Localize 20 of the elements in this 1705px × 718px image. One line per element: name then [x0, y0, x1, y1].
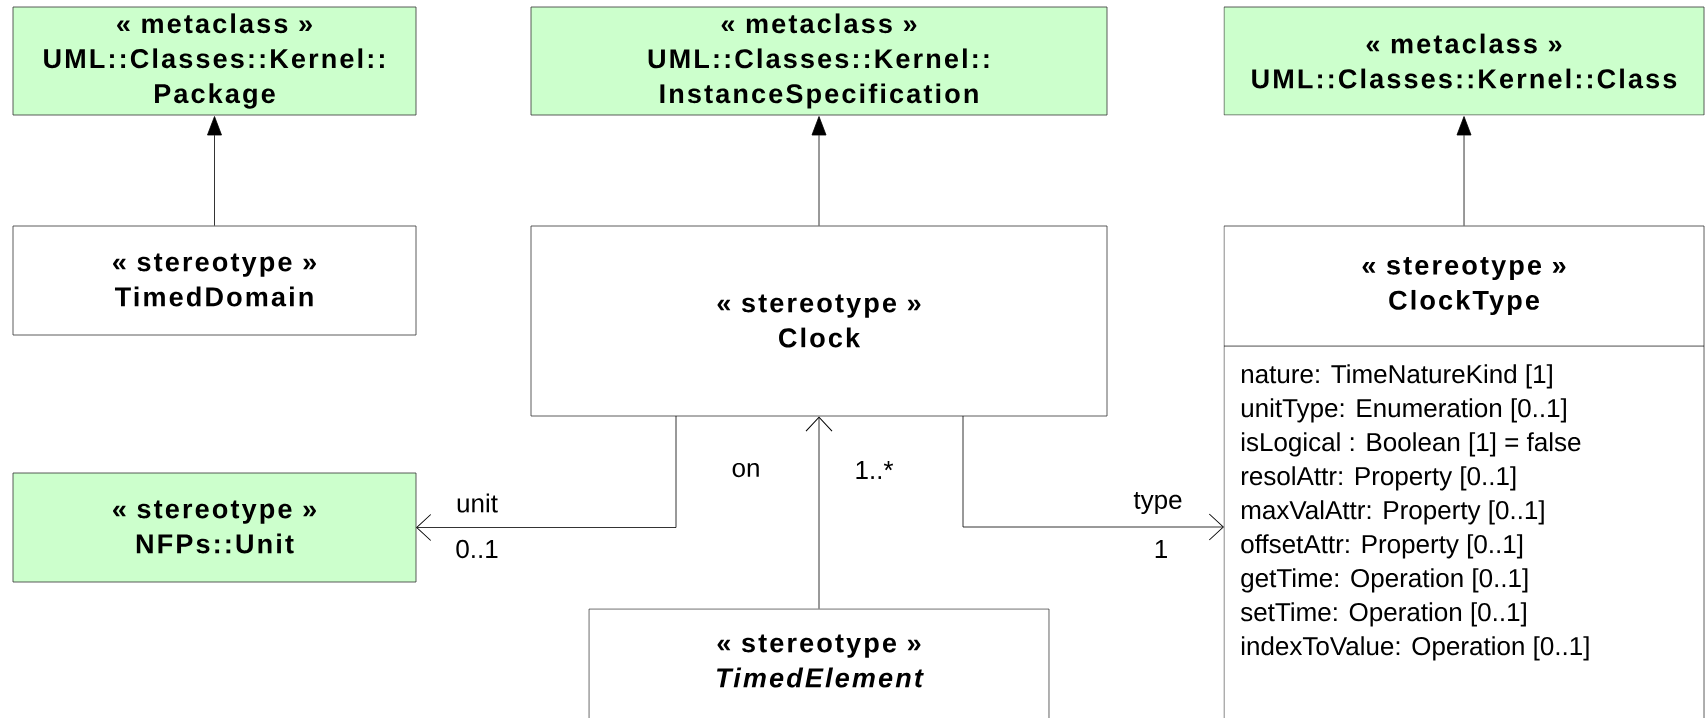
stereotype-box: « stereotype » Clock — [530, 225, 1108, 417]
stereotype-box: « stereotype » ClockType nature: TimeNatureKind [1] unitType: Enumeration [0..1] isLogical : Boolean [1] = false resolAttr: Property [0..1] maxValAttr: Property [0..1] offsetAttr: Property [0..1] getTime: Operation [0..1] setTime: Operation [0..1] indexToValue: Operation [0..1] — [1223, 225, 1705, 718]
metaclass-box: « metaclass » UML::Classes::Kernel:: InstanceSpecification — [530, 6, 1108, 116]
role-label: on — [730, 461, 762, 479]
role-label: type — [1132, 490, 1184, 516]
arrow — [1456, 116, 1472, 226]
role-label: unit — [455, 492, 499, 514]
arrow — [805, 416, 833, 609]
multiplicity-label: 1 — [1152, 539, 1170, 559]
multiplicity-label: 0..1 — [454, 538, 500, 560]
arrow — [416, 415, 677, 541]
metaclass-box: « metaclass » UML::Classes::Kernel::Class — [1223, 6, 1705, 116]
stereotype-box: « stereotype » TimedElement — [588, 608, 1050, 718]
metaclass-box: « metaclass » UML::Classes::Kernel:: Package — [12, 6, 417, 116]
metaclass-box: « stereotype » NFPs::Unit — [12, 472, 417, 583]
stereotype-box: « stereotype » TimedDomain — [12, 225, 417, 336]
multiplicity-label: 1..* — [853, 460, 895, 480]
arrow — [962, 415, 1224, 541]
arrow — [207, 116, 222, 226]
arrow — [811, 116, 827, 226]
